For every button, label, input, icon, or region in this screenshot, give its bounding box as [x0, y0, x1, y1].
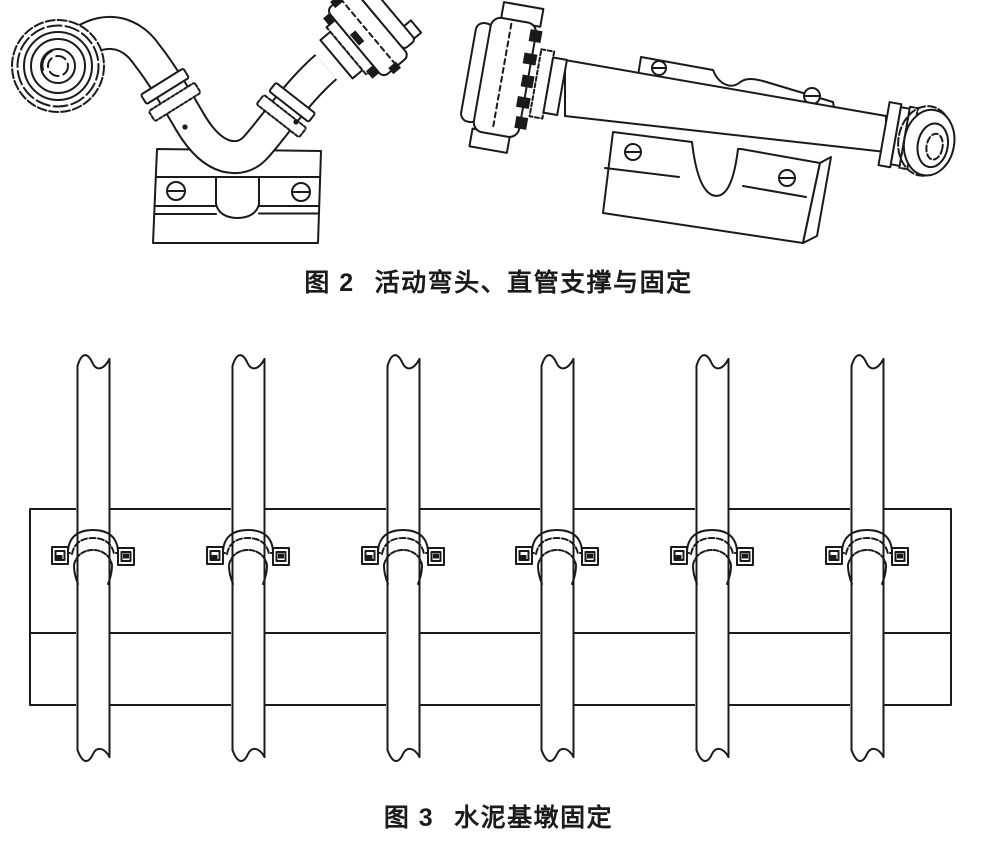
bolt-dot-icon — [182, 124, 188, 130]
flange-coupling — [319, 0, 423, 80]
slotted-screw-icon — [291, 182, 311, 202]
slotted-screw-icon — [778, 169, 796, 187]
bolt-dot-icon — [293, 119, 299, 125]
figure3-title: 水泥基墩固定 — [454, 804, 614, 832]
concrete-pier — [29, 508, 952, 706]
straight-pipe-assembly — [460, 1, 956, 244]
figure3-illustration — [29, 354, 952, 763]
figure3-label: 图 3 — [383, 804, 435, 832]
figure2-illustration — [11, 0, 956, 244]
elbow-support-block — [152, 148, 322, 244]
figure2-title: 活动弯头、直管支撑与固定 — [374, 269, 693, 297]
elbow-assembly — [11, 0, 423, 244]
slotted-screw-icon — [624, 143, 642, 161]
slotted-screw-icon — [166, 181, 186, 201]
figure2-label: 图 2 — [304, 269, 355, 297]
coupling-band — [140, 68, 202, 122]
hose-coupling-end — [877, 101, 956, 177]
flange-coupling — [460, 1, 568, 154]
figure3-caption: 图 3 水泥基墩固定 — [0, 803, 997, 833]
figure2-caption: 图 2 活动弯头、直管支撑与固定 — [0, 268, 997, 298]
bottom-support-block — [602, 131, 832, 244]
coupling-band — [256, 82, 316, 138]
hose-coupling-face — [11, 19, 105, 113]
slotted-screw-icon — [651, 60, 667, 76]
